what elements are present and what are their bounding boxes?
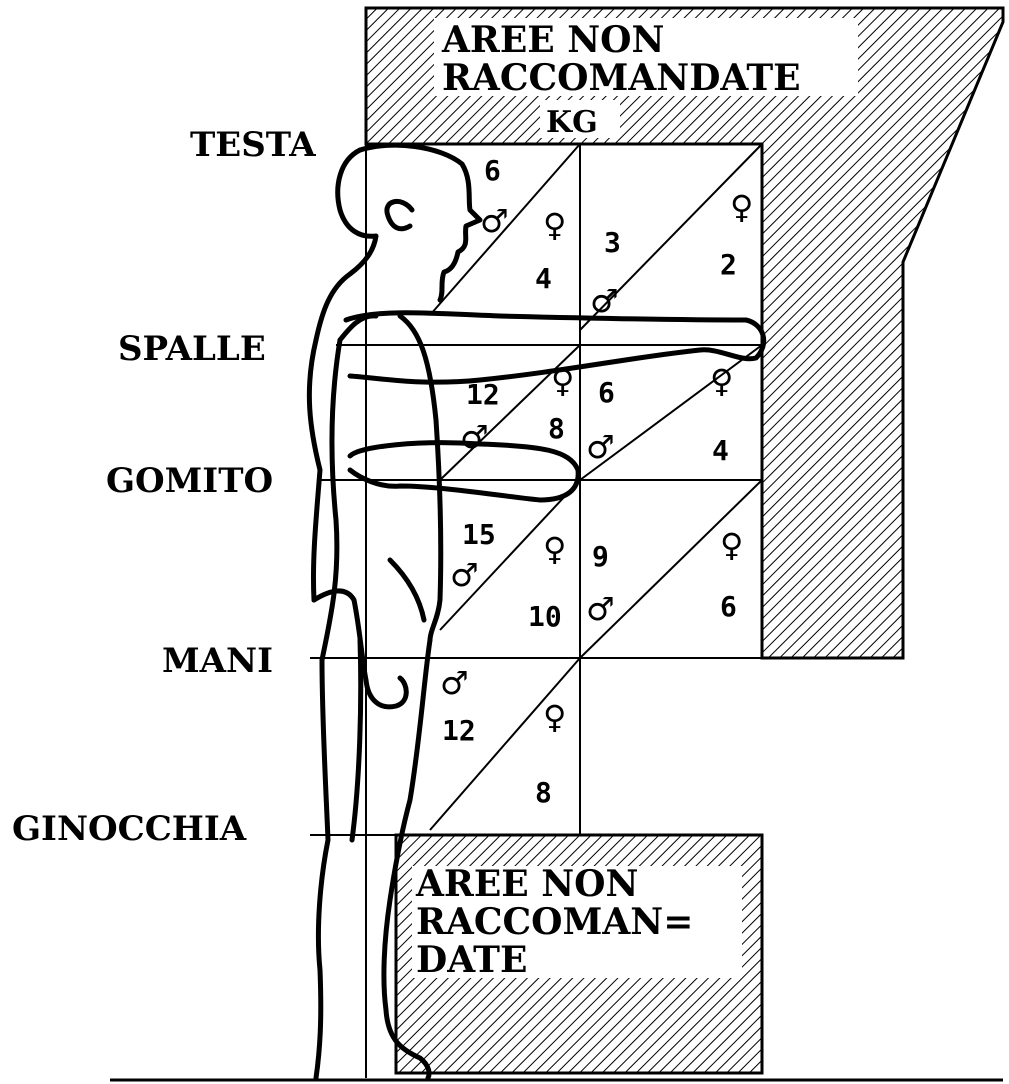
weight-female-elbow-near: 10 (528, 600, 562, 633)
male-symbol: ♂ (440, 664, 469, 702)
weight-male-hand-near: 12 (442, 714, 476, 747)
upper-area-label-line2: RACCOMANDATE (442, 57, 801, 99)
weight-female-shoulder-far: 4 (712, 434, 729, 467)
female-symbol: ♀ (543, 698, 566, 736)
female-symbol: ♀ (730, 188, 753, 226)
weight-female-elbow-far: 6 (720, 590, 737, 623)
male-symbol: ♂ (586, 590, 615, 628)
weight-female-hand-near: 8 (535, 776, 552, 809)
female-symbol: ♀ (710, 362, 733, 400)
weight-male-elbow-far: 9 (592, 540, 609, 573)
male-symbol: ♂ (480, 202, 509, 240)
level-label-gomito: GOMITO (106, 461, 273, 501)
weight-male-head-far: 3 (604, 226, 621, 259)
weight-male-head-near: 6 (484, 154, 501, 187)
lower-area-label-line2: RACCOMAN= (416, 901, 693, 943)
male-symbol: ♂ (450, 556, 479, 594)
level-label-mani: MANI (162, 641, 273, 681)
kg-unit-label: KG (546, 105, 598, 140)
male-symbol: ♂ (586, 428, 615, 466)
male-symbol: ♂ (590, 282, 619, 320)
level-label-spalle: SPALLE (118, 329, 266, 369)
weight-male-shoulder-far: 6 (598, 376, 615, 409)
lower-area-label-line3: DATE (416, 939, 527, 981)
level-label-ginocchia: GINOCCHIA (12, 809, 247, 849)
lower-area-label-line1: AREE NON (415, 863, 638, 905)
weight-male-elbow-near: 15 (462, 518, 496, 551)
female-symbol: ♀ (551, 362, 574, 400)
upper-area-label-line1: AREE NON (441, 19, 664, 61)
female-symbol: ♀ (543, 530, 566, 568)
weight-male-shoulder-near: 12 (466, 378, 500, 411)
male-symbol: ♂ (460, 418, 489, 456)
female-symbol: ♀ (720, 526, 743, 564)
weight-female-shoulder-near: 8 (548, 412, 565, 445)
female-symbol: ♀ (543, 206, 566, 244)
level-label-testa: TESTA (190, 125, 316, 165)
weight-female-head-far: 2 (720, 248, 737, 281)
weight-female-head-near: 4 (535, 262, 552, 295)
